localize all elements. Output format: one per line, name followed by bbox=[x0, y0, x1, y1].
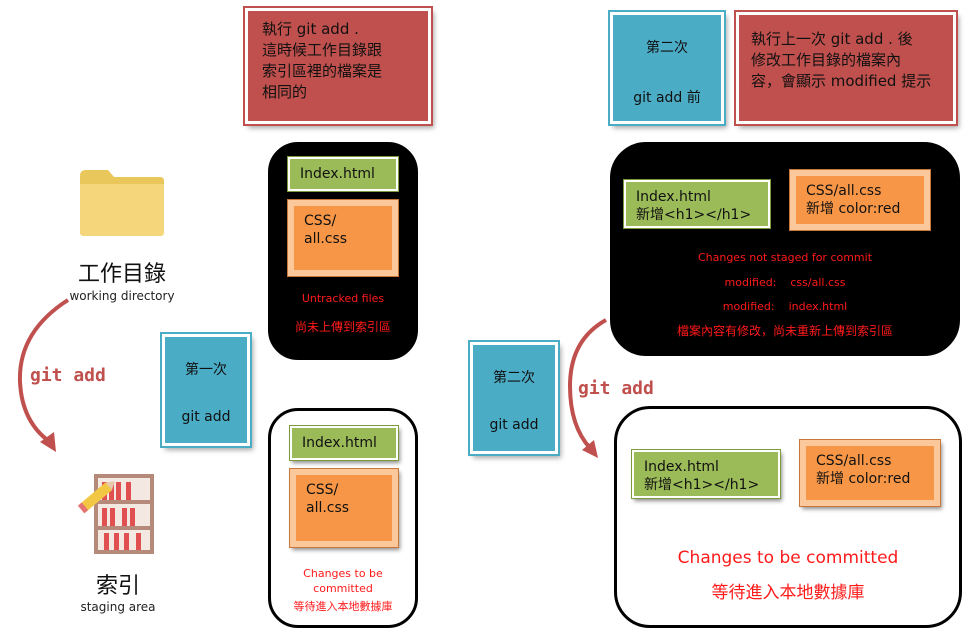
file-css-all: CSS/ all.css bbox=[287, 199, 399, 277]
file-css-all: CSS/all.css 新增 color:red bbox=[789, 169, 931, 231]
bookshelf-icon bbox=[77, 470, 158, 558]
status-modified-cn: 檔案內容有修改，尚未重新上傳到索引區 bbox=[676, 324, 893, 338]
file-index-html: Index.html 新增<h1></h1> bbox=[631, 449, 781, 499]
staging-area-title: 索引 bbox=[95, 574, 140, 599]
status-staged-cn: 等待進入本地數據庫 bbox=[711, 583, 865, 603]
staging-area-subtitle: staging area bbox=[80, 600, 156, 614]
status-modified-css: modified: css/all.css bbox=[724, 276, 846, 289]
note-first-add: 執行 git add . 這時候工作目錄跟 索引區裡的檔案是 相同的 bbox=[243, 6, 433, 126]
working-directory-subtitle: working directory bbox=[69, 289, 175, 303]
step-second-git-add: 第二次 git add bbox=[468, 340, 560, 456]
file-css-all: CSS/ all.css bbox=[289, 468, 399, 548]
git-add-label-left: git add bbox=[30, 365, 106, 386]
curved-arrow-left bbox=[8, 292, 78, 462]
note-second-add: 執行上一次 git add . 後 修改工作目錄的檔案內 容，會顯示 modif… bbox=[734, 10, 958, 126]
status-not-staged: Changes not staged for commit bbox=[697, 251, 873, 264]
step-first-git-add: 第一次 git add bbox=[160, 332, 252, 448]
status-staged: Changes to be committed bbox=[303, 567, 383, 595]
status-staged: Changes to be committed bbox=[677, 548, 899, 568]
file-index-html: Index.html 新增<h1></h1> bbox=[623, 179, 771, 229]
folder-icon bbox=[76, 166, 168, 238]
file-index-html: Index.html bbox=[287, 156, 399, 192]
status-untracked-cn: 尚未上傳到索引區 bbox=[294, 320, 391, 334]
status-untracked: Untracked files bbox=[301, 292, 385, 305]
status-staged-cn: 等待進入本地數據庫 bbox=[293, 600, 393, 613]
status-modified-index: modified: index.html bbox=[722, 300, 848, 313]
file-css-all: CSS/all.css 新增 color:red bbox=[799, 439, 941, 507]
git-add-label-right: git add bbox=[578, 378, 654, 399]
working-directory-title: 工作目錄 bbox=[77, 262, 166, 287]
curved-arrow-right bbox=[560, 316, 620, 466]
file-index-html: Index.html bbox=[289, 425, 399, 461]
step-second-before: 第二次 git add 前 bbox=[608, 10, 726, 126]
